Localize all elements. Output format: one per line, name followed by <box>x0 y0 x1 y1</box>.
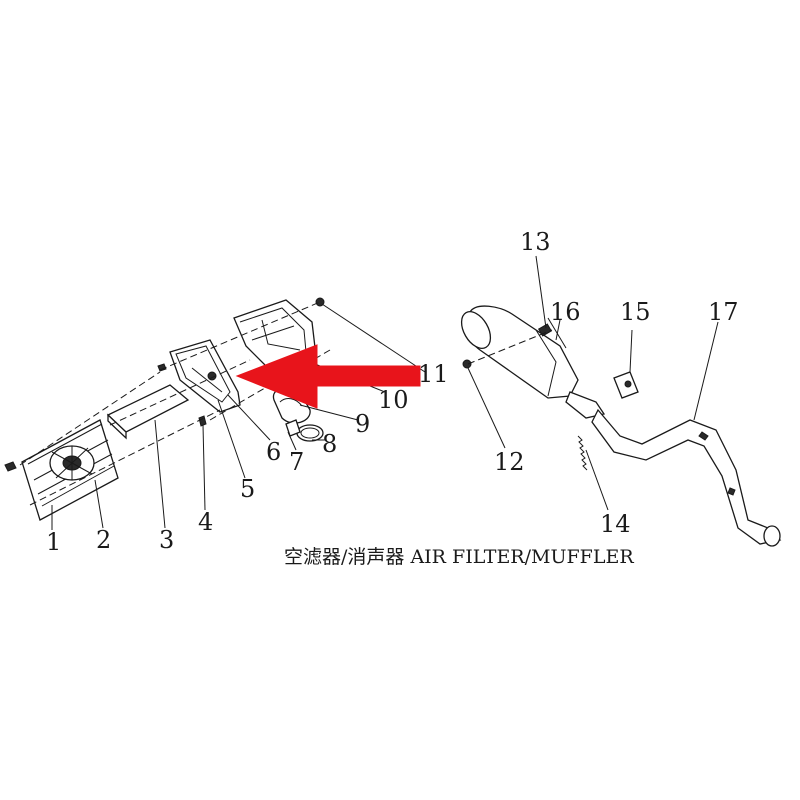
highlight-arrow <box>235 344 421 409</box>
callout-16: 16 <box>550 298 581 326</box>
part-14-spring <box>577 435 588 471</box>
callout-1: 1 <box>46 528 61 556</box>
callout-labels: 1 2 3 4 5 6 7 8 9 10 11 12 13 14 15 16 1… <box>46 228 739 556</box>
callout-17: 17 <box>708 298 739 326</box>
callout-6: 6 <box>266 438 281 466</box>
callout-5: 5 <box>240 475 255 503</box>
leader-lines <box>51 255 719 530</box>
callout-7: 7 <box>289 448 304 476</box>
callout-4: 4 <box>198 508 213 536</box>
callout-15: 15 <box>620 298 651 326</box>
callout-12: 12 <box>494 448 525 476</box>
callout-3: 3 <box>159 526 174 554</box>
part-7-rubber-joint <box>285 419 301 437</box>
callout-13: 13 <box>520 228 551 256</box>
part-3-filter-element <box>106 384 190 440</box>
callout-10: 10 <box>378 386 409 414</box>
part-15-bracket <box>613 371 639 399</box>
callout-11: 11 <box>418 360 449 388</box>
callout-8: 8 <box>322 430 337 458</box>
part-16-silencer <box>460 305 606 419</box>
part-4-screw <box>198 415 207 427</box>
callout-9: 9 <box>355 410 370 438</box>
part-17-header-pipe <box>591 408 782 547</box>
part-2-filter-cover <box>21 419 119 521</box>
part-8-clamp <box>296 424 324 442</box>
callout-14: 14 <box>600 510 631 538</box>
part-12-bolt <box>462 359 472 369</box>
air-filter-assembly <box>4 297 331 521</box>
diagram-title: 空滤器/消声器 AIR FILTER/MUFFLER <box>284 546 634 568</box>
part-5-6-filter-housing <box>157 339 241 413</box>
callout-2: 2 <box>96 526 111 554</box>
